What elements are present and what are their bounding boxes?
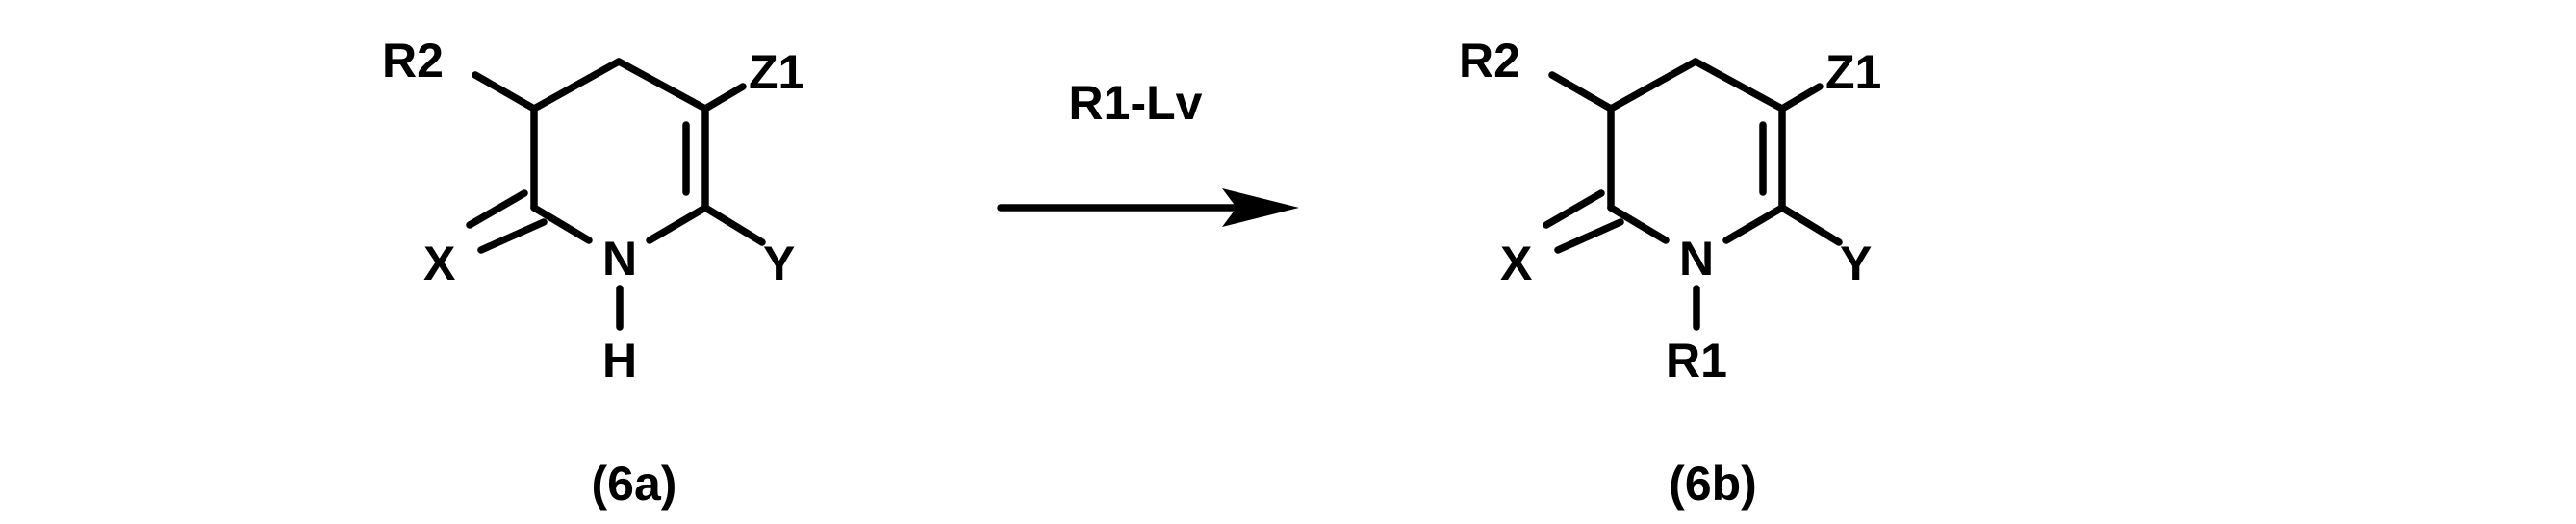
reactant-bonds (470, 62, 762, 327)
atom-r2: R2 (1459, 34, 1520, 87)
product-bonds (1546, 62, 1839, 327)
compound-label-6a: (6a) (592, 457, 677, 511)
atom-n: N (602, 232, 637, 286)
compound-label-6b: (6b) (1669, 457, 1757, 511)
bond-c2-x-a (470, 193, 524, 225)
bond-c2-x-b (481, 222, 544, 250)
bond-c5-z1 (705, 87, 743, 109)
bond-c3-c4 (1611, 62, 1696, 109)
reagent-label: R1-Lv (1069, 76, 1203, 130)
bond-c6-n (1726, 208, 1782, 240)
bond-c6-y (1782, 208, 1839, 242)
atom-r2: R2 (382, 34, 444, 87)
bond-c4-c5 (1696, 62, 1782, 109)
bond-c3-r2 (1552, 75, 1611, 109)
atom-z1: Z1 (749, 45, 804, 99)
bond-c4-c5 (619, 62, 705, 109)
atom-z1: Z1 (1825, 45, 1881, 99)
bond-c3-c4 (534, 62, 619, 109)
reaction-arrow: R1-Lv (1001, 76, 1299, 227)
atom-x: X (1500, 237, 1532, 290)
atom-x: X (423, 237, 455, 290)
bond-c2-x-a (1546, 193, 1601, 225)
bond-c2-x-b (1558, 222, 1620, 250)
bond-c3-r2 (475, 75, 534, 109)
atom-y: Y (763, 237, 795, 290)
bond-c6-n (650, 208, 705, 240)
bond-c5-z1 (1782, 87, 1820, 109)
atom-y: Y (1840, 237, 1872, 290)
atom-h: H (602, 334, 637, 387)
reactant-structure-6a: R2 Z1 X Y N H (6a) (382, 34, 804, 511)
bond-c6-y (705, 208, 762, 242)
product-structure-6b: R2 Z1 X Y N R1 (6b) (1459, 34, 1881, 511)
atom-r1: R1 (1666, 334, 1727, 387)
atom-n: N (1679, 232, 1714, 286)
